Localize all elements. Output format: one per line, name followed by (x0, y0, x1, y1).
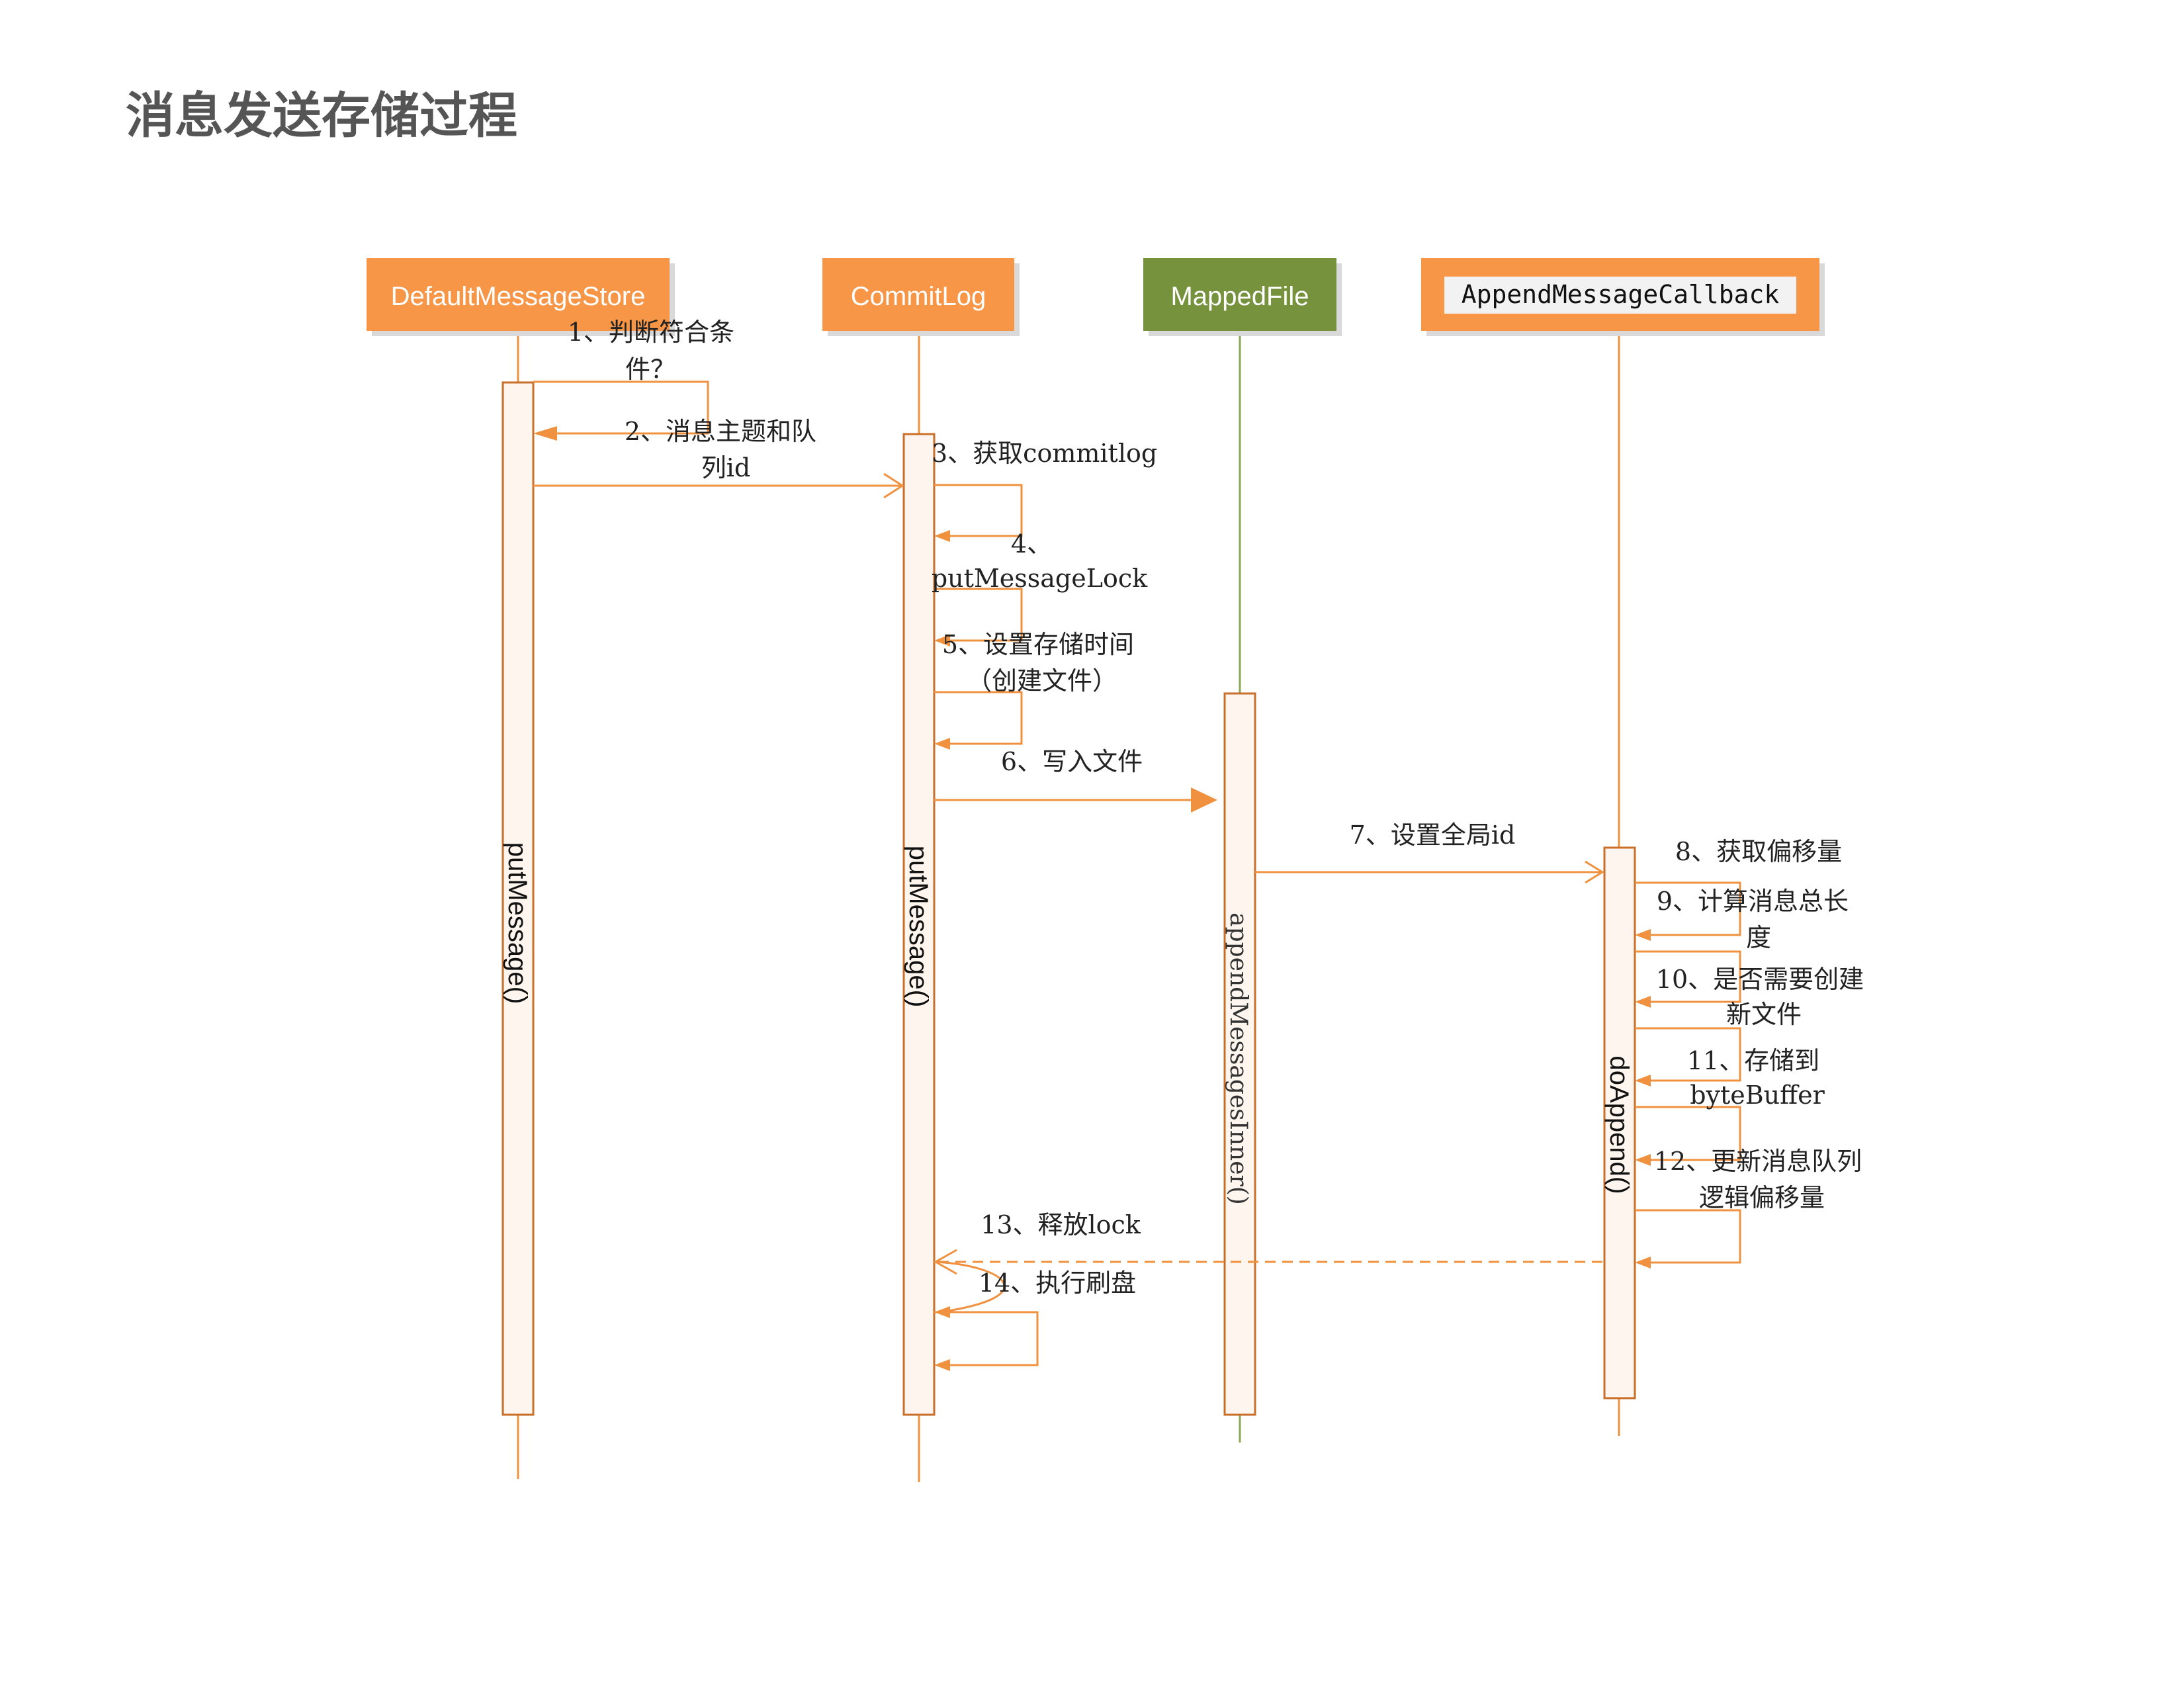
activation-label: putMessage() (503, 842, 532, 1004)
message-7 (1255, 860, 1604, 884)
message-5 (934, 691, 1023, 750)
participant-store: DefaultMessageStore (367, 258, 670, 331)
message-label-2: 2、消息主题和队 列id (625, 417, 824, 482)
message-label-12: 12、更新消息队列 逻辑偏移量 (1654, 1147, 1870, 1212)
participant-callback: AppendMessageCallback (1421, 258, 1819, 331)
message-label-8: 8、获取偏移量 (1675, 837, 1842, 866)
message-11 (1635, 1106, 1741, 1166)
message-label-10: 10、是否需要创建 新文件 (1656, 965, 1872, 1029)
message-4 (934, 588, 1023, 646)
message-14 (934, 1261, 1039, 1371)
message-label-3: 3、获取commitlog (932, 439, 1157, 468)
message-label-13: 13、释放lock (981, 1210, 1141, 1239)
message-2 (533, 472, 904, 499)
participant-label: DefaultMessageStore (391, 282, 646, 311)
activation-label: appendMessagesInner() (1225, 912, 1252, 1205)
message-label-4: 4、 putMessageLock (932, 529, 1148, 593)
activation-store (502, 381, 535, 1416)
message-1 (533, 380, 709, 441)
page-title: 消息发送存储过程 (126, 87, 517, 144)
message-label-5: 5、设置存储时间 （创建文件） (942, 630, 1142, 695)
participant-mappedfile: MappedFile (1143, 258, 1336, 331)
activation-commitlog (902, 433, 936, 1416)
message-8 (1635, 881, 1741, 941)
participant-commitlog: CommitLog (822, 258, 1014, 331)
message-label-14: 14、执行刷盘 (979, 1268, 1136, 1298)
activation-label: doAppend() (1604, 1055, 1634, 1194)
message-10 (1635, 1027, 1741, 1087)
message-label-11: 11、存储到 byteBuffer (1687, 1046, 1827, 1110)
participant-label: CommitLog (851, 282, 986, 311)
message-3 (934, 484, 1023, 542)
message-9 (1635, 950, 1741, 1008)
message-label-6: 6、写入文件 (1001, 747, 1143, 776)
activation-label: putMessage() (904, 846, 933, 1008)
message-6 (934, 787, 1217, 813)
activation-callback (1603, 846, 1636, 1399)
participant-label: AppendMessageCallback (1462, 280, 1780, 309)
message-label-7: 7、设置全局id (1350, 821, 1516, 850)
message-12 (1635, 1209, 1741, 1268)
participant-label: MappedFile (1170, 282, 1309, 311)
message-label-9: 9、计算消息总长 度 (1657, 887, 1856, 952)
activation-mappedfile (1223, 692, 1256, 1416)
message-label-1: 1、判断符合条 件？ (568, 318, 742, 384)
